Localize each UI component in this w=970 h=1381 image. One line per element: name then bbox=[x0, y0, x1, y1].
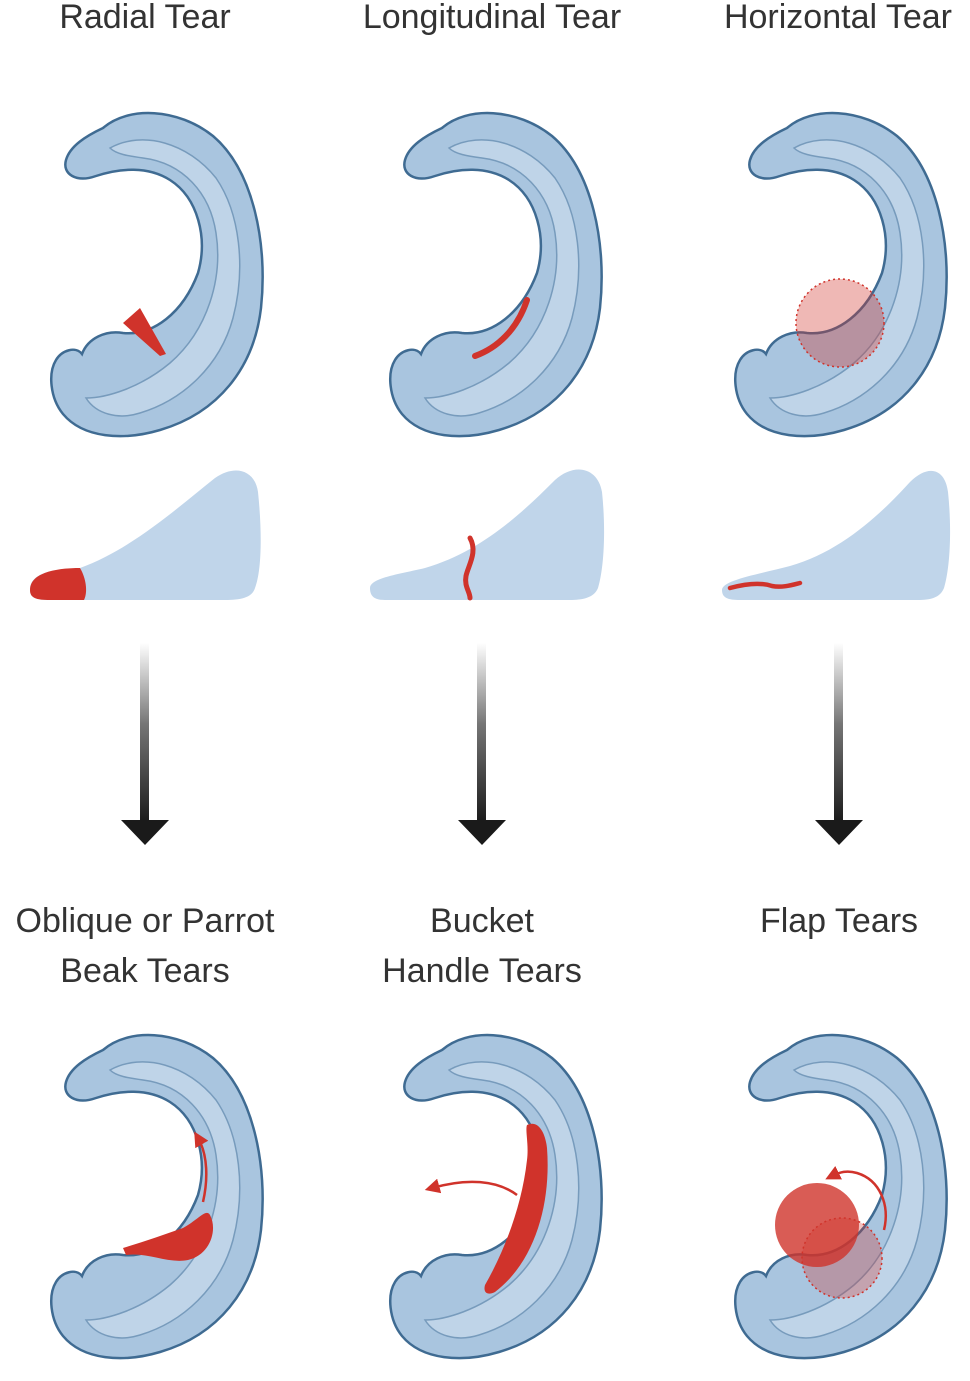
meniscus-horizontal-top bbox=[734, 111, 948, 438]
meniscus-longitudinal-top bbox=[389, 111, 603, 438]
horizontal-tear-zone bbox=[795, 278, 885, 368]
label-oblique-line-2: Beak Tears bbox=[60, 952, 229, 990]
meniscus-flap-bottom bbox=[734, 1033, 948, 1360]
arrow-down-longitudinal bbox=[458, 643, 506, 845]
parrot-beak-tear bbox=[123, 1212, 214, 1261]
bucket-handle-tear bbox=[484, 1123, 548, 1294]
longitudinal-tear-mark bbox=[472, 297, 530, 359]
parrot-beak-curve-arrow bbox=[194, 1131, 209, 1203]
label-bucket-line-1: Bucket bbox=[430, 902, 534, 940]
label-oblique-line-1: Oblique or Parrot bbox=[16, 902, 275, 940]
cross-section-horizontal bbox=[722, 470, 951, 600]
label-radial-tear: Radial Tear bbox=[59, 0, 230, 36]
arrow-down-horizontal bbox=[815, 643, 863, 845]
label-bucket-line-2: Handle Tears bbox=[382, 952, 582, 990]
cross-section-longitudinal bbox=[370, 469, 605, 601]
flap-curve-arrow bbox=[825, 1165, 887, 1231]
bucket-handle-curve-arrow bbox=[424, 1178, 518, 1197]
cross-section-radial bbox=[30, 470, 261, 600]
label-longitudinal-tear: Longitudinal Tear bbox=[363, 0, 621, 36]
arrow-down-radial bbox=[121, 643, 169, 845]
label-flap-tears: Flap Tears bbox=[760, 902, 918, 940]
flap-tear-displaced bbox=[775, 1183, 859, 1267]
label-horizontal-tear: Horizontal Tear bbox=[724, 0, 952, 36]
radial-tear-tip bbox=[30, 568, 87, 600]
meniscus-bucket-bottom bbox=[389, 1033, 603, 1360]
meniscus-oblique-bottom bbox=[50, 1033, 264, 1360]
horizontal-tear-line bbox=[727, 580, 803, 591]
meniscus-radial-top bbox=[50, 111, 264, 438]
longitudinal-tear-line bbox=[463, 535, 476, 601]
radial-tear-mark bbox=[123, 308, 166, 356]
